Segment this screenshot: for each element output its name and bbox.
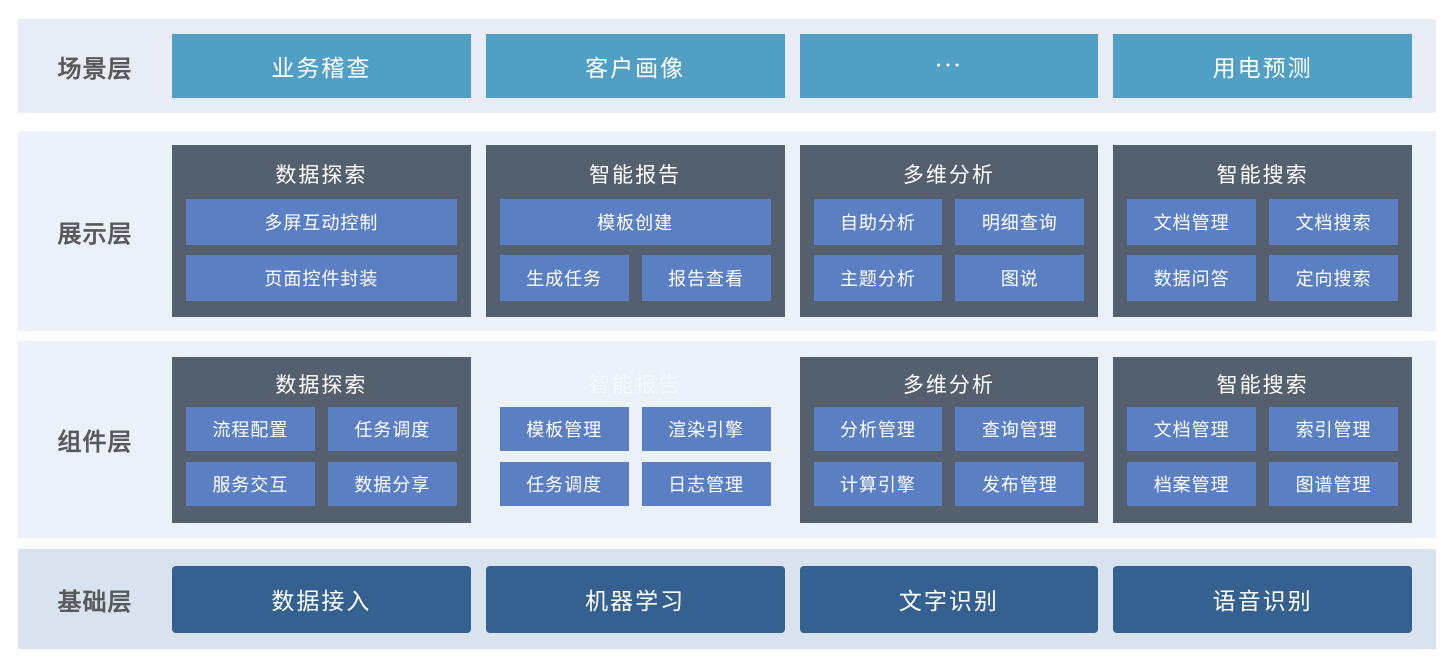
feature-item: 数据分享 [327, 461, 457, 506]
scenario-box-ellipsis: ··· [799, 34, 1099, 98]
feature-item: 渲染引擎 [641, 406, 771, 451]
layer-label-scenario: 场景层 [57, 55, 133, 83]
feature-item: 模板创建 [499, 199, 771, 245]
group-title: 数据探索 [275, 163, 368, 187]
layer-label-component: 组件层 [57, 429, 133, 456]
feature-item: 流程配置 [186, 406, 315, 451]
feature-row: 服务交互 数据分享 [186, 461, 457, 506]
feature-item: 任务调度 [327, 406, 457, 451]
base-items: 数据接入 机器学习 文字识别 语音识别 [172, 565, 1412, 633]
group-title: 多维分析 [902, 163, 995, 187]
feature-item: 主题分析 [813, 255, 943, 301]
group-title: 智能报告 [589, 163, 682, 187]
feature-item: 报告查看 [641, 255, 771, 301]
feature-row: 文档管理 文档搜索 [1127, 199, 1398, 245]
scenario-box-customer-profile: 客户画像 [485, 34, 785, 98]
feature-item: 图谱管理 [1269, 461, 1398, 506]
feature-row: 生成任务 报告查看 [499, 255, 771, 301]
feature-item: 文档管理 [1127, 199, 1257, 245]
feature-item: 发布管理 [955, 461, 1085, 506]
feature-row: 主题分析 图说 [813, 255, 1085, 301]
group-smart-search: 智能搜索 文档管理 文档搜索 数据问答 定向搜索 [1113, 145, 1412, 317]
group-multidim-analysis: 多维分析 分析管理 查询管理 计算引擎 发布管理 [799, 356, 1099, 523]
feature-row: 数据问答 定向搜索 [1127, 255, 1398, 301]
feature-item: 图说 [955, 255, 1085, 301]
layer-presentation: 展示层 数据探索 多屏互动控制 页面控件封装 智能报告 模板创建 生成任务 报告… [18, 131, 1436, 331]
group-multidim-analysis: 多维分析 自助分析 明细查询 主题分析 图说 [799, 145, 1099, 317]
feature-item: 生成任务 [499, 255, 629, 301]
feature-item: 任务调度 [499, 461, 629, 506]
feature-row: 多屏互动控制 [186, 199, 457, 245]
group-title: 智能搜索 [1216, 372, 1309, 397]
feature-row: 页面控件封装 [186, 255, 457, 301]
group-smart-report: 智能报告 模板管理 渲染引擎 任务调度 日志管理 [486, 357, 785, 523]
feature-item: 文档管理 [1127, 406, 1257, 451]
scenario-box-business-audit: 业务稽查 [172, 34, 471, 98]
presentation-groups: 数据探索 多屏互动控制 页面控件封装 智能报告 模板创建 生成任务 报告查看 [172, 145, 1412, 317]
feature-row: 模板创建 [499, 199, 771, 245]
group-data-exploration: 数据探索 多屏互动控制 页面控件封装 [172, 145, 471, 317]
layer-base: 基础层 数据接入 机器学习 文字识别 语音识别 [18, 549, 1436, 649]
feature-row: 文档管理 索引管理 [1127, 406, 1398, 451]
feature-row: 模板管理 渲染引擎 [499, 406, 771, 451]
feature-item: 定向搜索 [1269, 255, 1398, 301]
base-box-data-access: 数据接入 [172, 565, 471, 633]
layer-label-base: 基础层 [57, 588, 133, 616]
scenario-box-power-forecast: 用电预测 [1113, 34, 1412, 98]
layer-scenario: 场景层 业务稽查 客户画像 ··· 用电预测 [18, 19, 1436, 113]
group-title: 数据探索 [275, 372, 368, 397]
group-title: 智能搜索 [1216, 163, 1309, 187]
feature-item: 自助分析 [813, 199, 943, 245]
feature-row: 分析管理 查询管理 [813, 406, 1085, 451]
feature-row: 任务调度 日志管理 [499, 461, 771, 506]
feature-item: 明细查询 [955, 199, 1085, 245]
feature-item: 多屏互动控制 [186, 199, 457, 245]
layer-component: 组件层 数据探索 流程配置 任务调度 服务交互 数据分享 智能报告 模板管理 渲… [18, 341, 1436, 538]
group-smart-search: 智能搜索 文档管理 索引管理 档案管理 图谱管理 [1113, 356, 1412, 523]
group-smart-report: 智能报告 模板创建 生成任务 报告查看 [485, 145, 785, 317]
feature-item: 服务交互 [186, 461, 315, 506]
group-title: 智能报告 [589, 372, 682, 397]
feature-item: 文档搜索 [1269, 199, 1398, 245]
feature-item: 模板管理 [499, 406, 629, 451]
layer-label-presentation: 展示层 [57, 220, 133, 248]
feature-item: 页面控件封装 [186, 255, 457, 301]
feature-item: 查询管理 [955, 406, 1085, 451]
scenario-items: 业务稽查 客户画像 ··· 用电预测 [172, 34, 1412, 98]
feature-row: 自助分析 明细查询 [813, 199, 1085, 245]
feature-item: 档案管理 [1127, 461, 1257, 506]
feature-row: 档案管理 图谱管理 [1127, 461, 1398, 506]
group-data-exploration: 数据探索 流程配置 任务调度 服务交互 数据分享 [172, 356, 471, 523]
group-title: 多维分析 [902, 372, 995, 397]
feature-item: 日志管理 [641, 461, 771, 506]
feature-item: 数据问答 [1127, 255, 1257, 301]
feature-item: 计算引擎 [813, 461, 943, 506]
feature-row: 计算引擎 发布管理 [813, 461, 1085, 506]
base-box-speech-recognition: 语音识别 [1113, 565, 1412, 633]
base-box-ocr: 文字识别 [799, 565, 1099, 633]
feature-row: 流程配置 任务调度 [186, 406, 457, 451]
feature-item: 索引管理 [1269, 406, 1398, 451]
base-box-machine-learning: 机器学习 [485, 565, 785, 633]
component-groups: 数据探索 流程配置 任务调度 服务交互 数据分享 智能报告 模板管理 渲染引擎 … [172, 356, 1412, 523]
feature-item: 分析管理 [813, 406, 943, 451]
